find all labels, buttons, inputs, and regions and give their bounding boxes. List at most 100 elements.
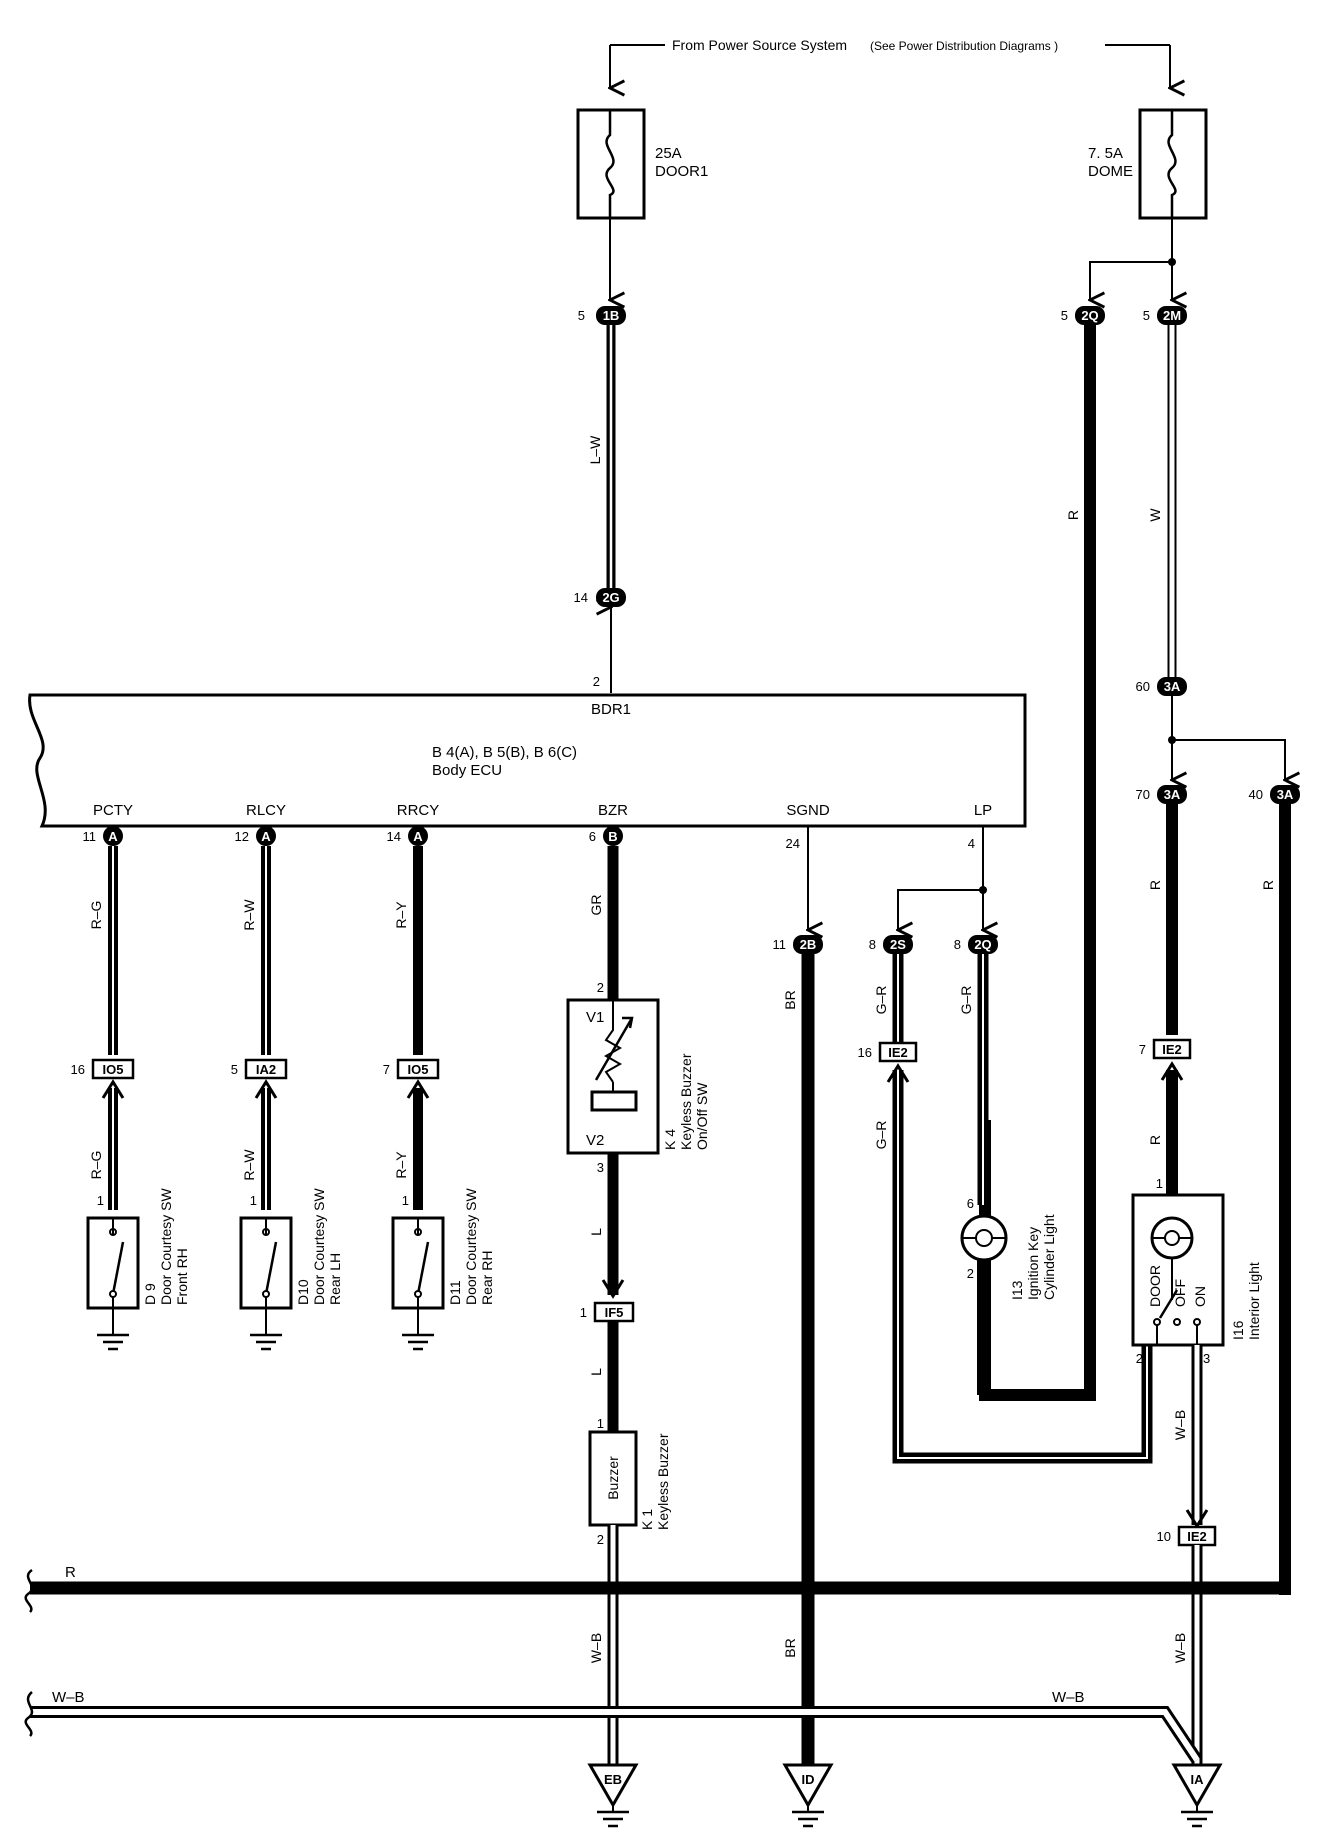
connector-rlcy: A 12 — [235, 826, 276, 846]
k4-name: Keyless Buzzer — [678, 1053, 694, 1150]
svg-text:6: 6 — [589, 829, 596, 844]
svg-text:A: A — [261, 829, 271, 844]
ground-eb: EB — [587, 1763, 639, 1828]
connector-2m: 2M 5 — [1143, 306, 1187, 325]
svg-text:R: R — [1147, 1135, 1163, 1145]
terminal-rrcy: RRCY — [397, 802, 440, 819]
connector-2s: 2S 8 — [869, 935, 913, 954]
wire-r-i16: R 1 — [1147, 1061, 1184, 1195]
i16-name: Interior Light — [1246, 1262, 1262, 1340]
svg-text:2: 2 — [597, 1532, 604, 1547]
svg-text:2: 2 — [597, 980, 604, 995]
svg-text:8: 8 — [869, 937, 876, 952]
svg-text:40: 40 — [1249, 787, 1263, 802]
ground-ia: IA — [1171, 1763, 1223, 1828]
wire-r-g-lower: R–G 1 — [88, 1079, 125, 1210]
svg-text:2: 2 — [967, 1266, 974, 1281]
svg-text:R–W: R–W — [241, 1149, 257, 1181]
d11-name: Door Courtesy SW — [463, 1188, 479, 1305]
svg-text:R–W: R–W — [241, 899, 257, 931]
svg-text:W–B: W–B — [1052, 1689, 1085, 1706]
svg-text:5: 5 — [231, 1062, 238, 1077]
svg-text:IE2: IE2 — [1162, 1042, 1182, 1057]
wire-r-w-lower: R–W 1 — [241, 1079, 278, 1210]
svg-text:IA: IA — [1191, 1772, 1205, 1787]
svg-text:1: 1 — [402, 1193, 409, 1208]
connector-2q-top: 2Q 5 — [1061, 306, 1105, 325]
svg-text:70: 70 — [1136, 787, 1150, 802]
buzzer-label: Buzzer — [605, 1456, 621, 1500]
svg-text:6: 6 — [967, 1196, 974, 1211]
svg-text:2: 2 — [1136, 1351, 1143, 1366]
svg-text:16: 16 — [858, 1045, 872, 1060]
connector-io5-16: IO5 16 — [71, 1058, 135, 1080]
wire-br: BR BR — [782, 954, 815, 1765]
d11-sub: Rear RH — [479, 1251, 495, 1305]
i16-off: OFF — [1172, 1279, 1188, 1307]
wire-l-lower: L 1 — [588, 1321, 619, 1432]
connector-2g: 2G 14 — [574, 588, 626, 607]
ecu-name: Body ECU — [432, 762, 502, 779]
k4-sub: On/Off SW — [694, 1082, 710, 1150]
connector-ie2-7: IE2 7 — [1139, 1038, 1192, 1060]
wire-g-r-2q: G–R 6 — [958, 954, 989, 1211]
svg-text:2Q: 2Q — [974, 937, 991, 952]
wire-r-g: R–G — [88, 846, 118, 1055]
svg-text:7: 7 — [1139, 1042, 1146, 1057]
svg-text:R–Y: R–Y — [393, 901, 409, 929]
svg-text:IA2: IA2 — [256, 1062, 276, 1077]
terminal-sgnd: SGND — [786, 802, 830, 819]
svg-text:2B: 2B — [800, 937, 817, 952]
svg-text:W–B: W–B — [588, 1633, 604, 1663]
connector-ia2-5: IA2 5 — [231, 1058, 288, 1080]
svg-text:11: 11 — [773, 937, 787, 952]
connector-pcty: A 11 — [83, 826, 123, 846]
connector-if5: IF5 1 — [580, 1301, 635, 1323]
svg-text:1B: 1B — [603, 308, 620, 323]
k1-id: K 1 — [639, 1509, 655, 1530]
svg-text:2Q: 2Q — [1081, 308, 1098, 323]
wire-gr: GR 2 — [588, 846, 619, 1000]
wire-r-3a-40: R — [1260, 804, 1291, 1595]
svg-text:IE2: IE2 — [1187, 1529, 1207, 1544]
svg-text:5: 5 — [1143, 308, 1150, 323]
d10-id: D10 — [295, 1279, 311, 1305]
ground-id: ID — [782, 1763, 834, 1828]
connector-2b: 2B 11 — [773, 935, 823, 954]
fuse-dome-name: DOME — [1088, 163, 1133, 180]
wire-g-r-2s: G–R — [873, 954, 904, 1043]
svg-text:4: 4 — [968, 836, 975, 851]
wire-w: W — [1147, 325, 1177, 677]
svg-text:A: A — [108, 829, 118, 844]
svg-text:10: 10 — [1157, 1529, 1171, 1544]
d10-sub: Rear LH — [327, 1253, 343, 1305]
terminal-pcty: PCTY — [93, 802, 133, 819]
connector-ie2-16: IE2 16 — [858, 1041, 918, 1063]
svg-text:2: 2 — [593, 674, 600, 689]
svg-text:IF5: IF5 — [605, 1305, 624, 1320]
body-ecu: BDR1 B 4(A), B 5(B), B 6(C) Body ECU PCT… — [28, 693, 1027, 828]
svg-text:G–R: G–R — [873, 1121, 889, 1150]
interior-light-i16: DOOR OFF ON I16 Interior Light 2 3 — [1131, 1193, 1262, 1366]
svg-text:14: 14 — [387, 829, 401, 844]
connector-3a-40: 3A 40 — [1249, 785, 1300, 804]
svg-text:1: 1 — [597, 1416, 604, 1431]
terminal-bdr1: BDR1 — [591, 701, 631, 718]
svg-text:ID: ID — [802, 1772, 815, 1787]
svg-text:R–G: R–G — [88, 1151, 104, 1180]
svg-text:8: 8 — [954, 937, 961, 952]
bus-w-b: W–B W–B — [24, 1689, 1202, 1764]
wire-w-b-eb: W–B — [588, 1525, 619, 1765]
terminal-bzr: BZR — [598, 802, 628, 819]
d10-name: Door Courtesy SW — [311, 1188, 327, 1305]
svg-text:24: 24 — [786, 836, 800, 851]
i16-id: I16 — [1230, 1320, 1246, 1340]
k4-id: K 4 — [662, 1129, 678, 1150]
svg-text:12: 12 — [235, 829, 249, 844]
i13-sub: Cylinder Light — [1041, 1214, 1057, 1300]
connector-bzr: B 6 — [589, 826, 623, 846]
wire-w-b-i16: W–B — [1172, 1345, 1209, 1529]
svg-text:R: R — [1260, 880, 1276, 890]
wire-sgnd: 24 — [786, 826, 808, 930]
svg-text:1: 1 — [250, 1193, 257, 1208]
